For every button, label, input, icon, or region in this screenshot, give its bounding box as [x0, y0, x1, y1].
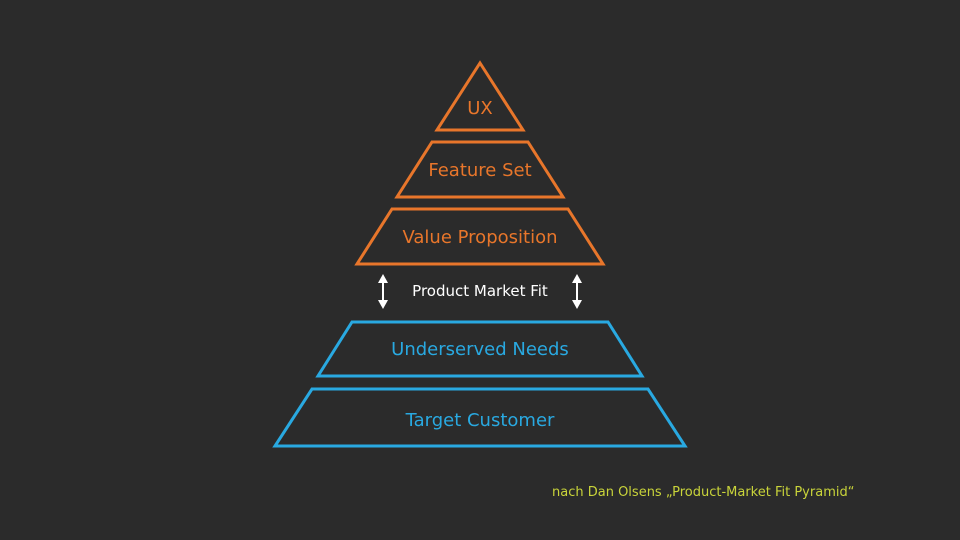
- pyramid-level-underserved-needs: Underserved Needs: [315, 320, 645, 378]
- pyramid-level-feature-set: Feature Set: [394, 140, 566, 199]
- level-shape-feature-set: [394, 140, 566, 199]
- level-label-target-customer: Target Customer: [405, 410, 555, 431]
- pyramid-level-target-customer: Target Customer: [272, 387, 688, 448]
- double-vertical-arrow-icon: [378, 274, 388, 309]
- level-shape-underserved-needs: [315, 320, 645, 378]
- level-label-value-proposition: Value Proposition: [402, 227, 557, 248]
- fit-label: Product Market Fit: [412, 282, 548, 300]
- right-arrow-head-down: [572, 300, 582, 309]
- left-arrow-head-down: [378, 300, 388, 309]
- pyramid-level-value-proposition: Value Proposition: [354, 207, 606, 266]
- level-label-feature-set: Feature Set: [428, 160, 531, 181]
- right-arrow-head-up: [572, 274, 582, 283]
- left-arrow-head-up: [378, 274, 388, 283]
- level-label-ux: UX: [467, 98, 493, 119]
- level-shape-target-customer: [272, 387, 688, 448]
- level-shape-ux: [434, 60, 526, 132]
- double-vertical-arrow-icon: [572, 274, 582, 309]
- level-label-underserved-needs: Underserved Needs: [391, 339, 569, 360]
- product-market-fit: Product Market Fit: [378, 274, 582, 309]
- pyramid-level-ux: UX: [434, 60, 526, 132]
- level-shape-value-proposition: [354, 207, 606, 266]
- source-credit: nach Dan Olsens „Product-Market Fit Pyra…: [552, 485, 855, 500]
